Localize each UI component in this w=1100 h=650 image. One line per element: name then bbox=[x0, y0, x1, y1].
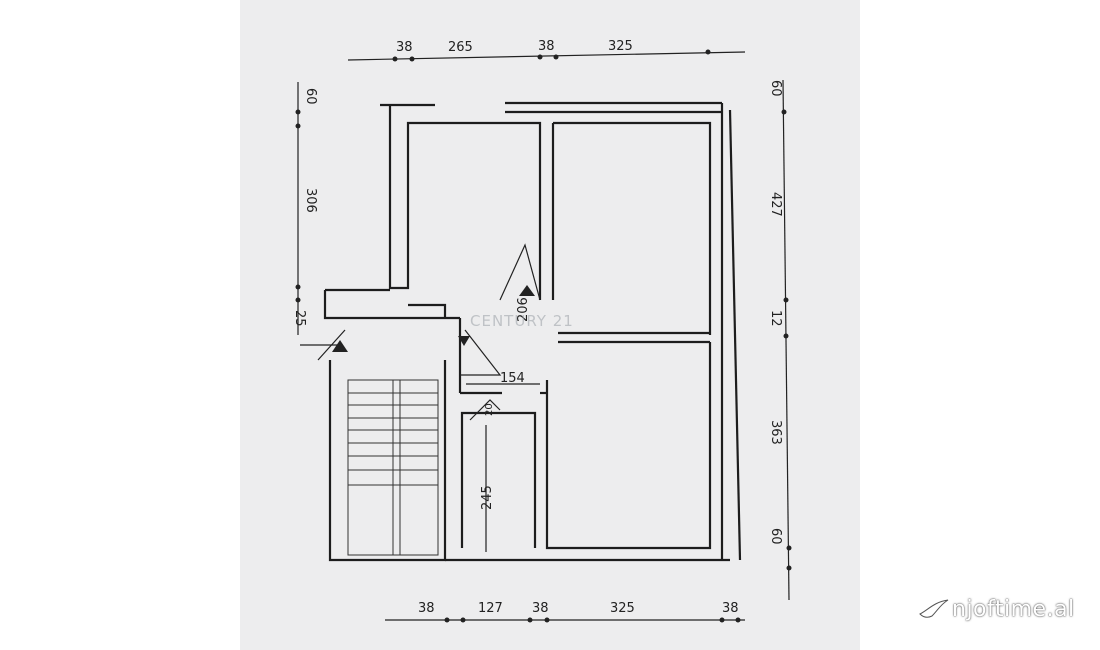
dim-bottom-2: 127 bbox=[478, 601, 503, 616]
dim-bottom-3: 38 bbox=[532, 601, 549, 616]
dim-bottom-4: 325 bbox=[610, 601, 635, 616]
dim-right-1: 60 bbox=[768, 80, 783, 97]
dim-interior-206: 206 bbox=[516, 297, 531, 322]
door-swings bbox=[300, 243, 541, 421]
dim-left-1: 60 bbox=[303, 88, 318, 105]
dim-top-4: 325 bbox=[608, 39, 633, 54]
dim-top-1: 38 bbox=[396, 40, 413, 55]
dim-top-2: 265 bbox=[448, 40, 473, 55]
dim-left-2: 306 bbox=[303, 188, 318, 213]
dim-interior-245: 245 bbox=[480, 485, 495, 510]
dim-interior-20: 20 bbox=[484, 403, 495, 416]
floor-plan-sheet bbox=[240, 0, 860, 650]
century21-watermark: CENTURY 21 bbox=[470, 312, 574, 330]
staircase bbox=[347, 379, 439, 556]
dim-right-3: 12 bbox=[768, 310, 783, 327]
right-dimension-line bbox=[782, 79, 790, 601]
dim-bottom-1: 38 bbox=[418, 601, 435, 616]
njoftime-logo: njoftime.al bbox=[918, 592, 1098, 626]
site-logo-text: njoftime.al bbox=[952, 596, 1075, 622]
dim-right-2: 427 bbox=[768, 192, 783, 217]
walls bbox=[323, 101, 742, 562]
dim-interior-width: 154 bbox=[500, 371, 525, 386]
bird-icon bbox=[919, 599, 949, 618]
dim-left-3: 25 bbox=[292, 310, 307, 327]
dim-top-3: 38 bbox=[538, 39, 555, 54]
dim-right-5: 60 bbox=[768, 528, 783, 545]
dim-bottom-5: 38 bbox=[722, 601, 739, 616]
dim-right-4: 363 bbox=[768, 420, 783, 445]
